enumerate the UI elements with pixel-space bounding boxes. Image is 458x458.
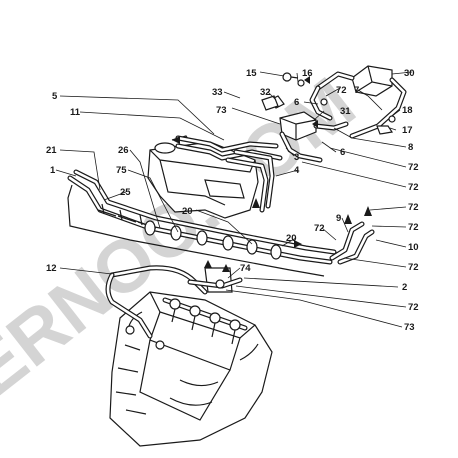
callout-labels: 15 16 30 5 33 32 72 7 6 18 17 11 73 31 6… (46, 68, 419, 333)
flow-arrows (172, 76, 372, 272)
callout-2: 2 (402, 282, 407, 293)
callout-25: 25 (120, 187, 131, 198)
callout-72: 72 (408, 182, 419, 193)
callout-9: 9 (336, 213, 341, 224)
callout-15: 15 (246, 68, 257, 79)
pipe-bundle-main (175, 135, 283, 213)
bracket-74 (187, 267, 243, 293)
engine-block (109, 291, 273, 447)
callout-72: 72 (408, 162, 419, 173)
callout-4: 4 (294, 165, 300, 176)
callout-5: 5 (52, 91, 58, 102)
callout-7: 7 (354, 85, 359, 96)
callout-72: 72 (408, 302, 419, 313)
injector-rail (162, 297, 248, 345)
callout-31: 31 (340, 106, 351, 117)
callout-72: 72 (408, 262, 419, 273)
callout-75: 75 (116, 165, 127, 176)
callout-30: 30 (404, 68, 415, 79)
callout-17: 17 (402, 125, 413, 136)
callout-18: 18 (402, 105, 413, 116)
callout-10: 10 (408, 242, 419, 253)
hose-9-10 (329, 221, 375, 265)
callout-6: 6 (340, 147, 345, 158)
callout-20: 20 (286, 233, 297, 244)
callout-73: 73 (216, 105, 227, 116)
callout-12: 12 (46, 263, 57, 274)
leader-lines (55, 71, 413, 328)
callout-72: 72 (408, 222, 419, 233)
callout-1: 1 (50, 165, 56, 176)
callout-72: 72 (314, 223, 325, 234)
callout-33: 33 (212, 87, 223, 98)
callout-11: 11 (70, 107, 81, 118)
callout-3: 3 (294, 152, 299, 163)
callout-73: 73 (404, 322, 415, 333)
callout-21: 21 (46, 145, 57, 156)
callout-20: 20 (182, 206, 193, 217)
fuel-filter-assembly (282, 65, 407, 139)
pipe-clips (144, 220, 282, 260)
callout-16: 16 (302, 68, 313, 79)
callout-8: 8 (408, 142, 413, 153)
callout-32: 32 (260, 87, 271, 98)
callout-6: 6 (294, 97, 299, 108)
callout-74: 74 (240, 263, 251, 274)
callout-72: 72 (336, 85, 347, 96)
pump-regulator (261, 95, 349, 163)
callout-26: 26 (118, 145, 129, 156)
callout-72: 72 (408, 202, 419, 213)
